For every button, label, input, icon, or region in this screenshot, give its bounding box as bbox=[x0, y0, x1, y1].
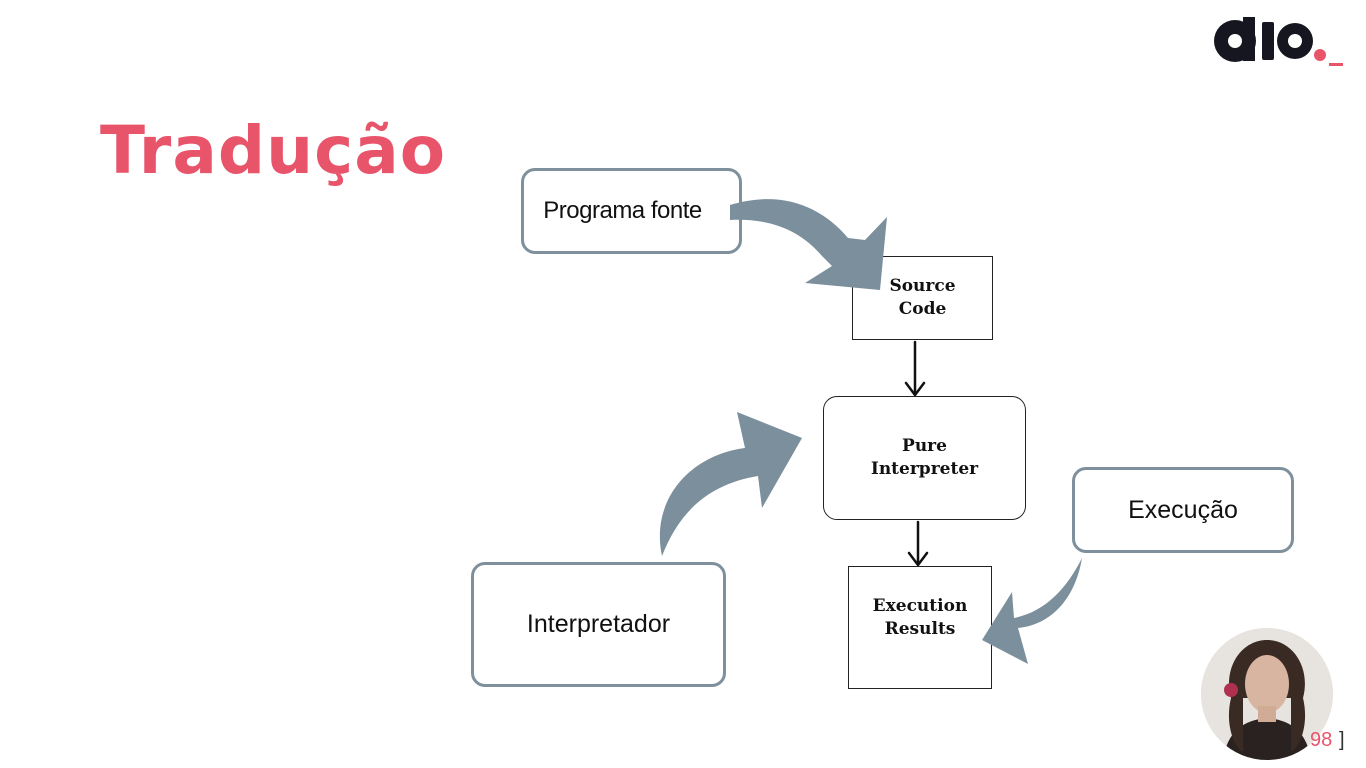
pure-to-results-arrowhead bbox=[907, 551, 929, 567]
interpretador-callout: Interpretador bbox=[471, 562, 726, 687]
execucao-to-results-curved-arrow bbox=[982, 558, 1082, 664]
execucao-callout: Execução bbox=[1072, 467, 1294, 553]
execution-results-box: Execution Results bbox=[848, 566, 992, 689]
dio-logo bbox=[1214, 17, 1343, 66]
presenter-webcam bbox=[1201, 628, 1333, 760]
presenter-avatar bbox=[1201, 628, 1333, 760]
source-code-box: Source Code bbox=[852, 256, 993, 340]
page-number-bracket: ] bbox=[1339, 729, 1345, 751]
programa-fonte-callout: Programa fonte bbox=[521, 168, 742, 254]
page-number: 98 bbox=[1310, 729, 1333, 751]
pure-interpreter-box: Pure Interpreter bbox=[823, 396, 1026, 520]
slide-title: Tradução bbox=[100, 112, 447, 189]
interpretador-to-pure-curved-arrow bbox=[659, 412, 802, 556]
source-to-pure-arrowhead bbox=[904, 381, 926, 397]
